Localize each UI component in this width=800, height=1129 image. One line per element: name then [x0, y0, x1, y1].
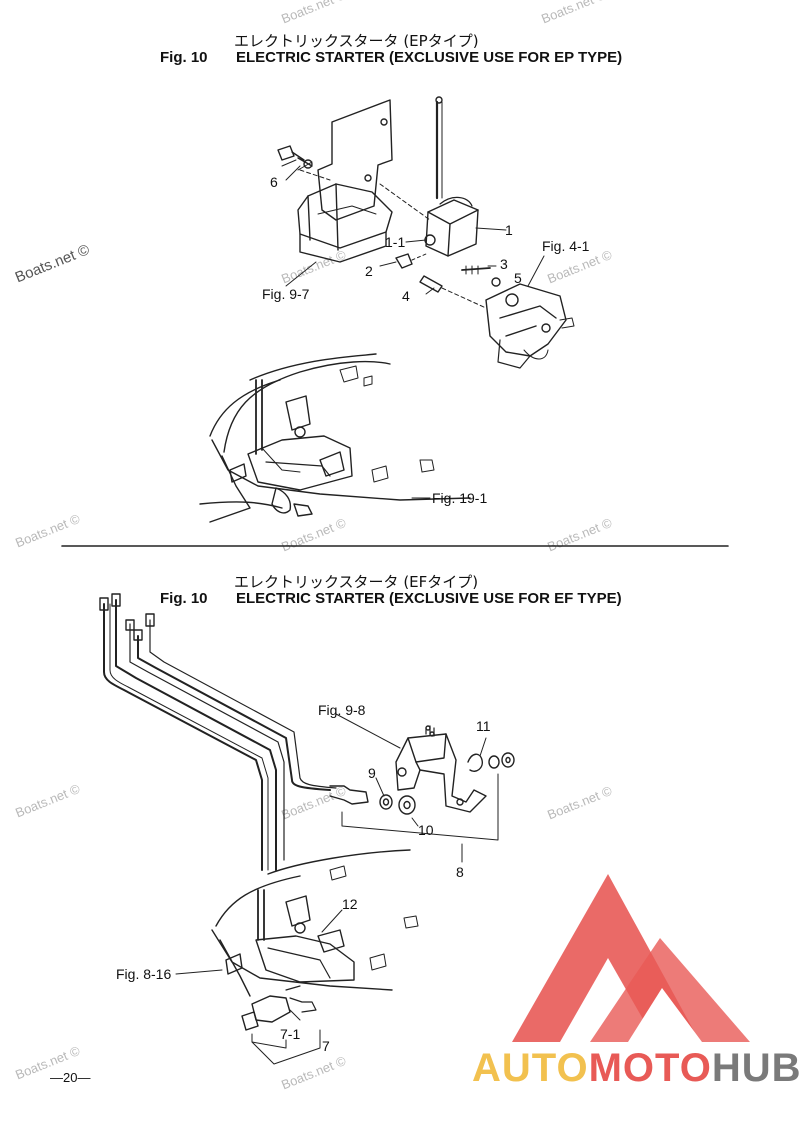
logo-hub: HUB — [711, 1046, 800, 1090]
callout-4: 4 — [402, 288, 410, 304]
top-japanese-title: エレクトリックスタータ (EPタイプ) — [234, 32, 479, 50]
callout-3: 3 — [500, 256, 508, 272]
top-figure-number: Fig. 10 — [160, 49, 208, 66]
page-number: —20— — [50, 1070, 91, 1085]
callout-11: 11 — [476, 718, 491, 734]
callout-fig-9-8: Fig. 9-8 — [318, 702, 366, 718]
logo-moto: MOTO — [588, 1046, 712, 1090]
callout-1-1: 1-1 — [385, 234, 406, 250]
callout-12: 12 — [342, 896, 358, 912]
automotohub-logo: AUTOMOTOHUB — [472, 1046, 800, 1091]
logo-auto: AUTO — [472, 1046, 589, 1090]
callout-fig-19-1: Fig. 19-1 — [432, 490, 488, 506]
callout-5: 5 — [514, 270, 522, 286]
callout-fig-8-16: Fig. 8-16 — [116, 966, 172, 982]
watermark: Boats.net © — [13, 781, 82, 821]
callout-7-1: 7-1 — [280, 1026, 301, 1042]
callout-8: 8 — [456, 864, 464, 880]
watermark: Boats.net © — [279, 1053, 348, 1093]
watermark: Boats.net © — [545, 783, 614, 823]
bottom-figure-title: ELECTRIC STARTER (EXCLUSIVE USE FOR EF T… — [236, 590, 622, 607]
bottom-japanese-title: エレクトリックスタータ (EFタイプ) — [234, 573, 479, 591]
callout-fig-9-7: Fig. 9-7 — [262, 286, 310, 302]
watermark: Boats.net © — [279, 783, 348, 823]
bottom-figure-number: Fig. 10 — [160, 590, 208, 607]
callout-7: 7 — [322, 1038, 330, 1054]
callout-6: 6 — [270, 174, 278, 190]
callout-1: 1 — [505, 222, 513, 238]
callout-9: 9 — [368, 765, 376, 781]
callout-10: 10 — [418, 822, 434, 838]
callout-2: 2 — [365, 263, 373, 279]
callout-fig-4-1: Fig. 4-1 — [542, 238, 590, 254]
ep-starter-diagram — [61, 96, 729, 547]
top-figure-title: ELECTRIC STARTER (EXCLUSIVE USE FOR EP T… — [236, 49, 623, 66]
